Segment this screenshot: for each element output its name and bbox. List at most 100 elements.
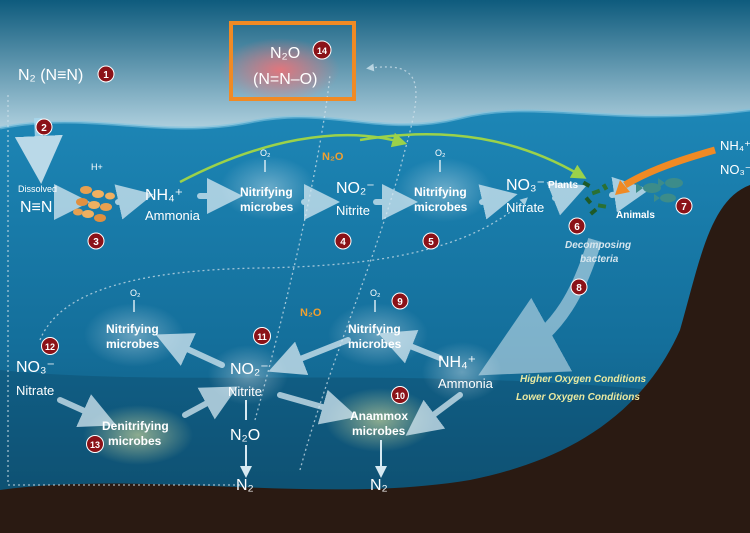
decomposition-arrow (478, 237, 602, 376)
nitrite-formula-label: NO₂⁻ (230, 361, 269, 378)
external-no3-label: NO₃⁻ (720, 162, 750, 177)
marker-13: 13 (86, 435, 104, 453)
decomposing-bacteria-label: bacteria (580, 254, 619, 265)
svg-text:9: 9 (397, 297, 403, 308)
svg-text:5: 5 (428, 237, 434, 248)
marker-14: 14 (312, 40, 332, 60)
seabed (0, 185, 750, 533)
flow-arrow (155, 333, 225, 368)
n2-output-label: N₂ (370, 477, 388, 494)
flow-arrow (182, 386, 238, 420)
n2o-emission-label: N₂O (322, 151, 344, 163)
atmospheric-n2-label: N₂ (N≡N) (18, 67, 83, 84)
flow-arrow (114, 184, 154, 220)
nitrate-label: Nitrate (16, 383, 54, 398)
glow (396, 158, 492, 222)
n2o-glow (220, 38, 340, 102)
ammonia-label: Ammonia (145, 208, 201, 223)
marker-12: 12 (41, 337, 59, 355)
marker-6: 6 (568, 217, 586, 235)
flow-arrow (546, 181, 587, 216)
marker-8: 8 (570, 278, 588, 296)
marker-7: 7 (675, 197, 693, 215)
oxygen-label: O₂ (370, 288, 381, 298)
nitrifying-microbes-label: Nitrifying (240, 185, 293, 199)
flow-arrow (57, 394, 117, 428)
denitrifying-microbes-label: microbes (108, 434, 162, 448)
water-surface (0, 108, 750, 130)
marker-11: 11 (253, 327, 271, 345)
orange-arrowhead (615, 180, 630, 195)
svg-text:6: 6 (574, 222, 580, 233)
nitrifying-microbes-label: Nitrifying (348, 322, 401, 336)
nitrous-oxide-label: N₂O (230, 427, 260, 444)
marker-2: 2 (35, 118, 53, 136)
n2o-emission-label: N₂O (300, 307, 322, 319)
anammox-microbes-label: microbes (352, 424, 406, 438)
marker-10: 10 (391, 386, 409, 404)
nitrite-formula-label: NO₂⁻ (336, 180, 375, 197)
nitrifying-microbes-label: microbes (240, 200, 294, 214)
svg-text:8: 8 (576, 283, 582, 294)
higher-oxygen-label: Higher Oxygen Conditions (520, 374, 647, 385)
nitrite-label: Nitrite (228, 384, 262, 399)
animals-label: Animals (616, 210, 655, 221)
marker-3: 3 (87, 232, 105, 250)
nitrate-formula-label: NO₃⁻ (16, 359, 55, 376)
dotted-path (254, 74, 331, 421)
decomposing-bacteria-label: Decomposing (565, 240, 631, 251)
nitrate-formula-label: NO₃⁻ (506, 177, 545, 194)
orange-input-arrow (623, 146, 716, 189)
marker-1: 1 (97, 65, 115, 83)
marker-9: 9 (391, 292, 409, 310)
nitrifying-microbes-label: microbes (414, 200, 468, 214)
flow-arrow (378, 329, 443, 364)
svg-text:14: 14 (317, 46, 327, 56)
nitrite-label: Nitrite (336, 203, 370, 218)
plants-icon (582, 180, 609, 216)
svg-text:11: 11 (257, 332, 267, 342)
n2-output-label: N₂ (236, 477, 254, 494)
denitrifying-microbes-label: Denitrifying (102, 419, 169, 433)
svg-text:10: 10 (395, 391, 405, 401)
svg-text:2: 2 (41, 123, 47, 134)
anammox-microbes-label: Anammox (350, 409, 408, 423)
lower-oxygen-label: Lower Oxygen Conditions (516, 392, 640, 403)
oxygen-label: O₂ (130, 288, 141, 298)
plants-label: Plants (548, 180, 578, 191)
dotted-path (7, 95, 240, 486)
highlight-box (229, 21, 356, 101)
marker-4: 4 (334, 232, 352, 250)
svg-text:12: 12 (45, 342, 55, 352)
nitrifying-microbes-label: Nitrifying (106, 322, 159, 336)
flow-arrow (478, 184, 518, 220)
glow (220, 156, 316, 220)
hplus-label: H+ (91, 162, 103, 172)
ammonium-label: NH₄⁺ (145, 187, 183, 204)
n2o-structure-label: (N=N–O) (253, 71, 317, 88)
nitrifying-microbes-label: Nitrifying (414, 185, 467, 199)
svg-text:4: 4 (340, 237, 346, 248)
external-nh4-label: NH₄⁺ (720, 138, 750, 153)
ammonia-label: Ammonia (438, 376, 494, 391)
flow-arrow (268, 337, 351, 376)
oxygen-label: O₂ (260, 148, 271, 158)
flow-arrow (277, 389, 358, 425)
svg-text:7: 7 (681, 202, 687, 213)
flow-arrow (405, 392, 463, 436)
marker-5: 5 (422, 232, 440, 250)
nitrifying-microbes-label: microbes (348, 337, 402, 351)
svg-text:3: 3 (93, 237, 99, 248)
atmospheric-n2o-label: N₂O (270, 45, 300, 62)
ammonium-label: NH₄⁺ (438, 354, 476, 371)
oxygen-label: O₂ (435, 148, 446, 158)
svg-text:13: 13 (90, 440, 100, 450)
dissolved-label: Dissolved (18, 184, 57, 194)
nitrifying-microbes-label: microbes (106, 337, 160, 351)
green-arrow (359, 132, 587, 179)
dissolved-n2-label: N≡N (20, 199, 52, 216)
animals-icon (636, 178, 683, 203)
svg-text:1: 1 (103, 70, 109, 81)
nitrate-label: Nitrate (506, 200, 544, 215)
